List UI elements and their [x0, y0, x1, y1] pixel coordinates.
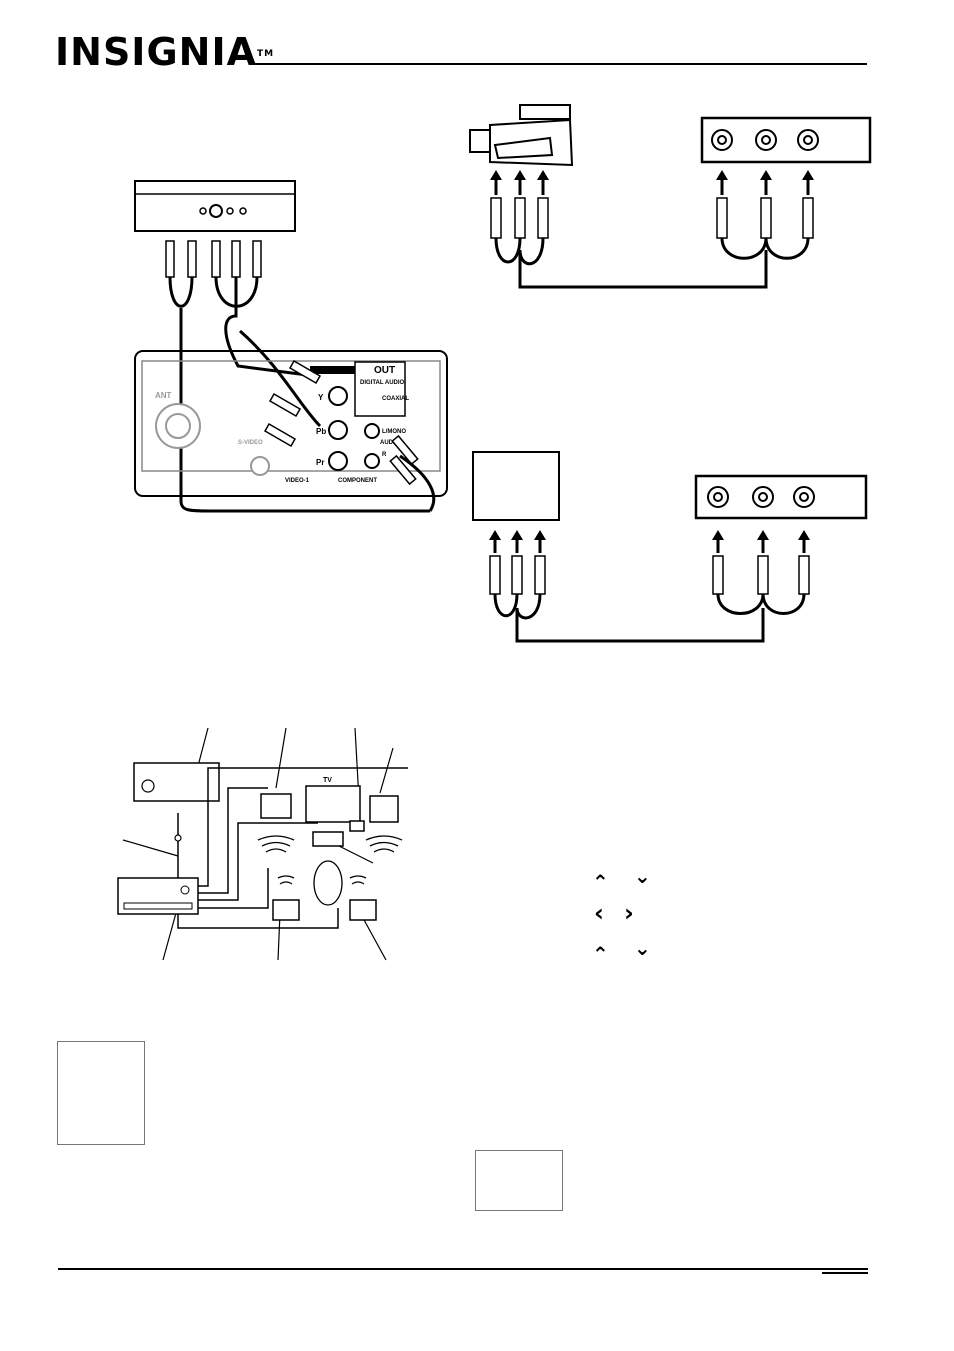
- down-arrow-icon: ⌄: [634, 936, 651, 960]
- lmono-label: L/MONO: [382, 429, 406, 435]
- front-left-speaker: [260, 793, 292, 819]
- digital-audio-label: DIGITAL AUDIO: [360, 380, 405, 386]
- down-arrow-icon: ⌄: [634, 864, 651, 888]
- jack-pr-label: Pr: [316, 458, 324, 467]
- rear-left-speaker: [272, 899, 300, 921]
- footer-rule-short: [822, 1272, 868, 1274]
- note-box: [57, 1041, 145, 1145]
- rear-right-speaker: [349, 899, 377, 921]
- tv-icon: [305, 785, 361, 823]
- camcorder-connection-diagram: [469, 104, 872, 289]
- front-right-speaker: [369, 795, 399, 823]
- trademark-mark: TM: [257, 49, 275, 59]
- video1-label: VIDEO-1: [285, 478, 310, 484]
- jack-y-label: Y: [318, 393, 324, 402]
- up-arrow-icon: ⌃: [592, 870, 609, 894]
- subwoofer: [312, 831, 344, 847]
- r-label: R: [382, 452, 387, 458]
- audio-label: AUDIO: [380, 440, 400, 446]
- surround-sound-diagram: TV: [117, 727, 408, 961]
- component-label: COMPONENT: [338, 478, 377, 484]
- jack-pb-label: Pb: [316, 427, 326, 436]
- right-arrow-icon: ›: [624, 899, 634, 927]
- tv-back-panel: [134, 350, 448, 497]
- header-rule: [250, 63, 867, 65]
- left-arrow-icon: ‹: [594, 899, 604, 927]
- up-arrow-icon: ⌃: [592, 942, 609, 966]
- device-connection-diagram: [472, 451, 868, 643]
- ant-label: ANT: [155, 391, 172, 400]
- brand-name: INSIGNIA: [55, 30, 257, 74]
- tv-label: TV: [323, 777, 332, 784]
- svideo-label: S-VIDEO: [238, 440, 263, 446]
- footer-rule: [58, 1268, 868, 1270]
- camcorder-icon: [469, 104, 574, 167]
- insignia-logo: INSIGNIATM: [55, 32, 274, 72]
- coaxial-label: COAXIAL: [382, 396, 409, 402]
- listener-icon: [313, 860, 343, 906]
- component-connection-diagram: ANT Y Pb Pr OUT DIGITAL AUDIO COAXIAL L/…: [134, 180, 448, 513]
- note-box: [475, 1150, 563, 1211]
- out-label: OUT: [374, 365, 395, 376]
- center-speaker: [349, 820, 365, 832]
- device-box: [472, 451, 560, 521]
